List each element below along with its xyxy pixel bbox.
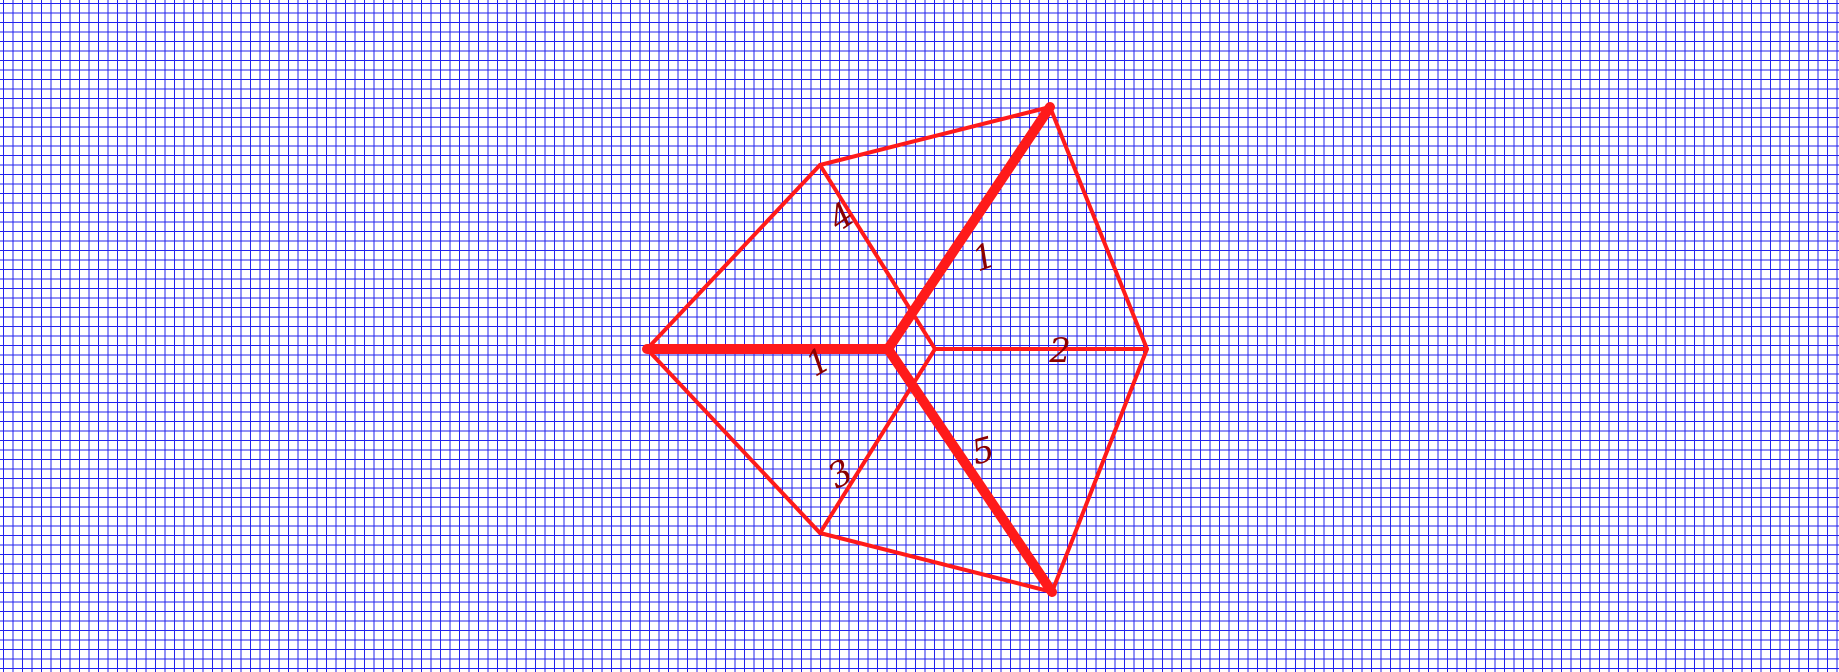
edge-center-to-lower-left [818, 347, 937, 535]
bold-edge-top [883, 102, 1055, 354]
label-lower-left: 3 [821, 452, 860, 497]
label-upper-right: 1 [967, 235, 1001, 280]
label-right: 2 [1048, 331, 1071, 371]
label-upper-left: 4 [821, 194, 862, 240]
edge-upper-left-to-center [818, 163, 937, 351]
bold-edge-bottom [883, 344, 1057, 597]
